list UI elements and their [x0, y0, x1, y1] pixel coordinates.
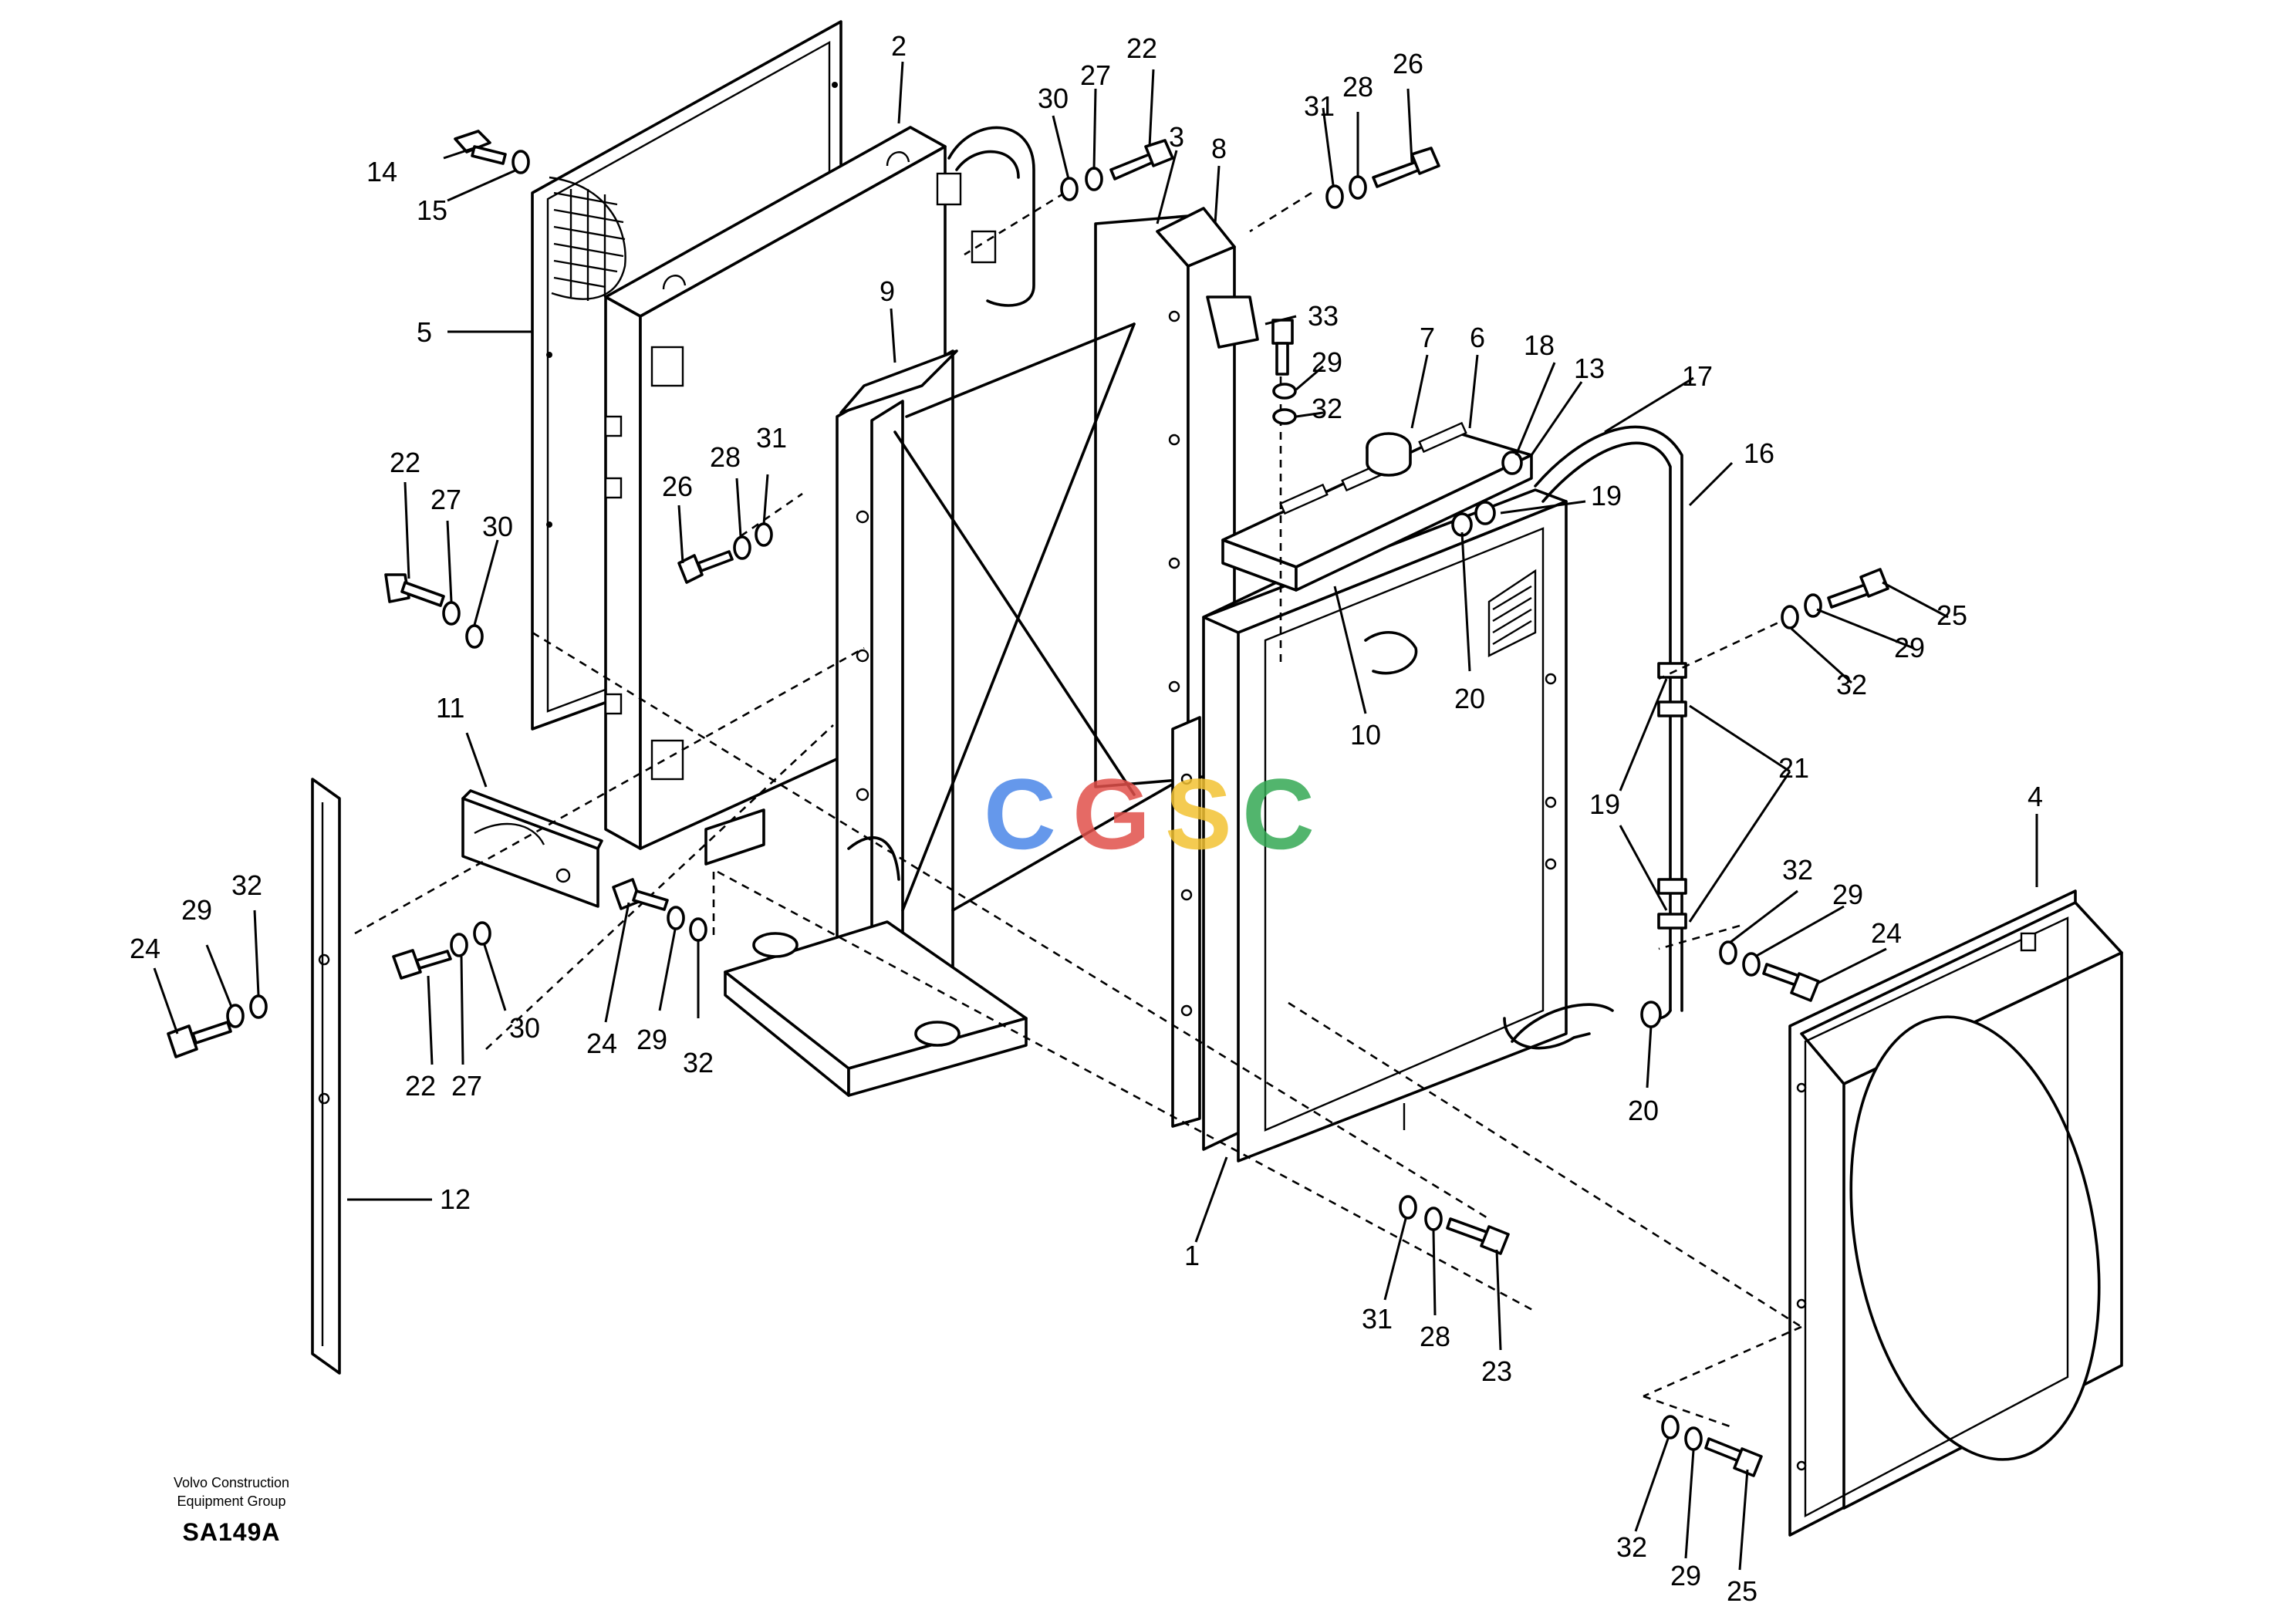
watermark-cgsc: C G S C — [984, 758, 1315, 870]
callout-27b: 27 — [430, 484, 461, 515]
callout-32d: 32 — [231, 869, 262, 901]
watermark-letter-s: S — [1165, 758, 1232, 870]
callout-22b: 22 — [390, 447, 420, 478]
part-9-left-upright-base — [724, 322, 1190, 1097]
callout-32e: 32 — [683, 1047, 714, 1078]
part-4-fan-shroud — [1788, 889, 2123, 1537]
callout-23: 23 — [1481, 1355, 1512, 1387]
callout-30c: 30 — [509, 1012, 540, 1044]
callout-24b: 24 — [586, 1028, 617, 1059]
part-16-17-hoses — [1534, 425, 1687, 1028]
alignment-dashed-lines — [354, 191, 1802, 1429]
company-name-line2: Equipment Group — [177, 1493, 286, 1509]
callout-31a: 31 — [1304, 90, 1335, 122]
callout-19b: 19 — [1589, 788, 1620, 820]
watermark-letter-c1: C — [984, 758, 1056, 870]
callout-25b: 25 — [1727, 1575, 1757, 1607]
callout-25a: 25 — [1936, 599, 1967, 631]
callout-29b: 29 — [1894, 632, 1925, 663]
callout-32b: 32 — [1836, 669, 1867, 700]
callout-33: 33 — [1308, 300, 1339, 332]
callout-26b: 26 — [662, 471, 693, 502]
callout-4: 4 — [2028, 781, 2043, 812]
callout-6: 6 — [1470, 322, 1485, 353]
callout-31b: 31 — [756, 422, 787, 454]
callout-28c: 28 — [1420, 1321, 1450, 1352]
callout-26a: 26 — [1393, 48, 1423, 79]
callout-22c: 22 — [405, 1070, 436, 1102]
callout-29c: 29 — [1832, 879, 1863, 910]
callout-13: 13 — [1574, 353, 1605, 384]
callout-29e: 29 — [636, 1024, 667, 1055]
callout-32c: 32 — [1782, 854, 1813, 886]
callout-27a: 27 — [1080, 59, 1111, 91]
callout-30a: 30 — [1038, 83, 1069, 114]
part-12-side-strip — [311, 778, 341, 1375]
callout-16: 16 — [1744, 437, 1774, 469]
callout-1: 1 — [1184, 1240, 1200, 1271]
callout-30b: 30 — [482, 511, 513, 542]
callout-19a: 19 — [1591, 480, 1622, 511]
part-11-bracket — [461, 789, 765, 908]
watermark-letter-g: G — [1072, 758, 1150, 870]
callout-32a: 32 — [1312, 393, 1342, 424]
part-1-radiator — [1171, 488, 1614, 1163]
callout-24a: 24 — [130, 933, 160, 964]
callout-10: 10 — [1350, 719, 1381, 751]
callout-28b: 28 — [710, 441, 741, 473]
callout-32f: 32 — [1616, 1531, 1647, 1563]
callout-12: 12 — [440, 1183, 471, 1215]
callout-18: 18 — [1524, 329, 1555, 361]
watermark-letter-c2: C — [1242, 758, 1315, 870]
callout-20a: 20 — [1454, 683, 1485, 714]
callout-21: 21 — [1778, 752, 1809, 784]
callout-5: 5 — [417, 316, 432, 348]
callout-27c: 27 — [451, 1070, 482, 1102]
callout-8: 8 — [1211, 133, 1227, 164]
callout-9: 9 — [880, 275, 895, 307]
callout-31c: 31 — [1362, 1303, 1393, 1335]
company-name-line1: Volvo Construction — [173, 1475, 290, 1490]
callout-22a: 22 — [1126, 32, 1157, 64]
figure-caption: Volvo Construction Equipment Group SA149… — [116, 1473, 347, 1547]
hardware-fasteners — [167, 130, 1889, 1477]
callout-28a: 28 — [1342, 71, 1373, 103]
callout-11: 11 — [436, 692, 464, 724]
callout-15: 15 — [417, 194, 447, 226]
callout-20b: 20 — [1628, 1095, 1659, 1126]
callout-17: 17 — [1682, 360, 1713, 392]
callout-14: 14 — [366, 156, 397, 187]
callout-24c: 24 — [1871, 917, 1902, 949]
callout-labels: 1 2 3 4 5 6 7 8 9 10 11 12 13 14 15 16 1… — [130, 30, 2043, 1607]
callout-29a: 29 — [1312, 346, 1342, 378]
part-6-top-support — [1221, 421, 1533, 592]
callout-7: 7 — [1420, 322, 1435, 353]
figure-code: SA149A — [182, 1518, 281, 1546]
part-7-radiator-cap — [1366, 432, 1412, 477]
callout-29f: 29 — [1670, 1560, 1701, 1591]
callout-leader-lines — [153, 61, 2038, 1571]
callout-29d: 29 — [181, 894, 212, 926]
callout-3: 3 — [1169, 121, 1184, 153]
callout-2: 2 — [891, 30, 907, 62]
